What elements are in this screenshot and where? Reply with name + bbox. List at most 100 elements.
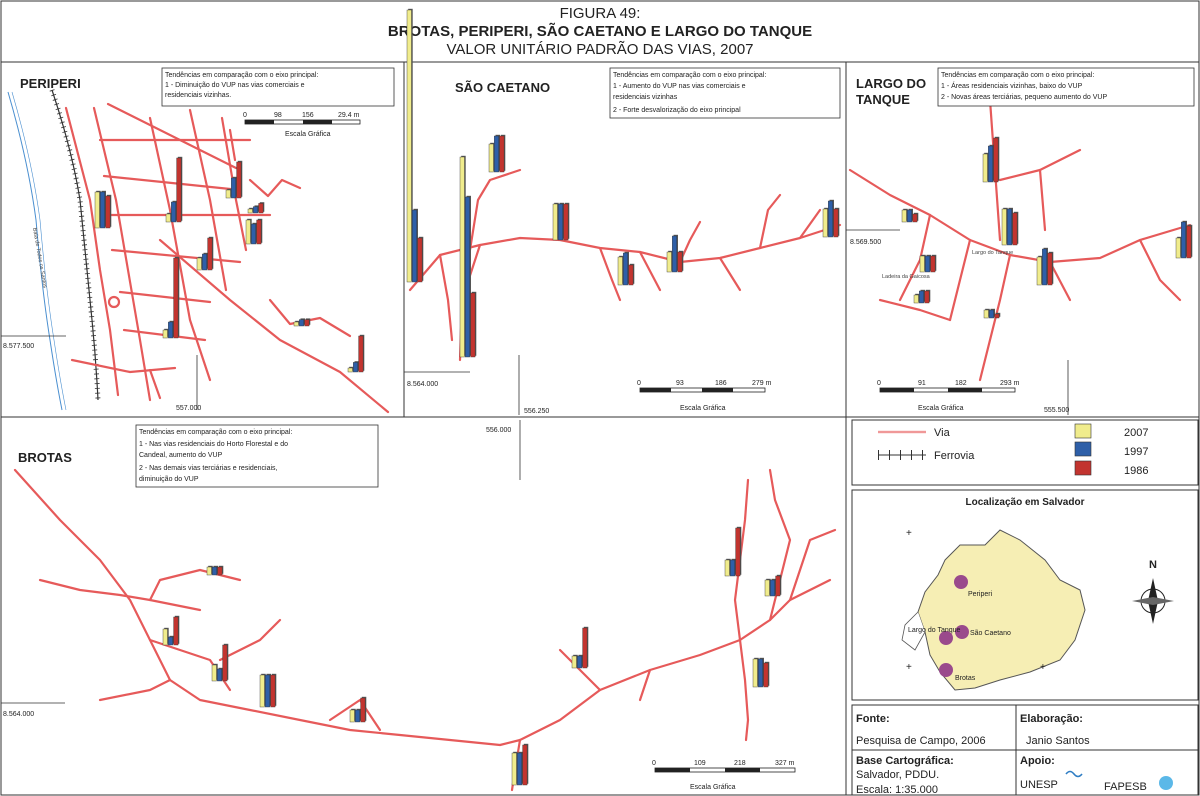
- sao-caetano-road-9: [678, 220, 702, 264]
- bar-1986: [470, 292, 476, 358]
- bar-group-largo_do_tanque-22: [919, 254, 937, 273]
- largo-coord-x: 555.500: [1044, 407, 1069, 414]
- bar-1997: [494, 135, 499, 173]
- legend-ferrovia-label: Ferrovia: [934, 450, 975, 462]
- bar-group-sao_caetano-9: [406, 8, 424, 283]
- legend-year-1997: 1997: [1124, 446, 1148, 458]
- sao-caetano-scale-tick-2: 186: [715, 380, 727, 387]
- brotas-note-line-5: diminuição do VUP: [139, 476, 199, 483]
- bar-2007: [94, 191, 100, 229]
- bar-1997: [100, 191, 106, 229]
- bar-2007: [983, 309, 989, 319]
- sao-caetano-note-line-1: Tendências em comparação com o eixo prin…: [613, 72, 766, 79]
- location-label-periperi: Periperi: [968, 591, 993, 598]
- bar-1986: [628, 264, 634, 286]
- brotas-coord-x: 556.000: [486, 427, 511, 434]
- periperi-scale-tick-2: 156: [302, 112, 314, 119]
- bar-1986: [522, 744, 528, 786]
- bar-1997: [251, 223, 257, 245]
- largo-note-line-2: 1 - Áreas residenciais vizinhas, baixo d…: [941, 81, 1083, 90]
- bar-1997: [412, 209, 417, 283]
- bar-group-sao_caetano-15: [822, 199, 840, 238]
- bar-group-periperi-5: [225, 160, 243, 199]
- bar-group-brotas-25: [206, 565, 224, 576]
- bar-group-largo_do_tanque-17: [1001, 207, 1019, 246]
- bar-1997: [355, 709, 360, 723]
- largo-note-line-3: 2 - Novas áreas terciárias, pequeno aume…: [941, 94, 1107, 101]
- largo-road-2: [978, 253, 1012, 382]
- bar-group-sao_caetano-10: [459, 155, 477, 358]
- bar-1986: [304, 319, 310, 327]
- periperi-scale-tick-3: 29.4 m: [338, 112, 360, 119]
- bar-1997: [672, 235, 677, 273]
- location-grid-cross-2: +: [906, 662, 912, 673]
- brotas-note-line-4: 2 - Nas demais vias terciárias e residen…: [139, 465, 278, 472]
- bar-2007: [211, 664, 217, 682]
- bar-2007: [247, 208, 253, 214]
- largo-panel-title-2: TANQUE: [856, 92, 910, 107]
- brotas-panel-title: BROTAS: [18, 450, 72, 465]
- location-label-sao-caetano: São Caetano: [970, 630, 1011, 637]
- bar-2007: [511, 752, 517, 786]
- scale-bar-seg-1: [640, 388, 671, 392]
- marker-periperi: [954, 575, 968, 589]
- fonte-label: Fonte:: [856, 713, 890, 725]
- bar-group-periperi-4: [293, 318, 311, 327]
- scale-bar-seg-3: [948, 388, 982, 392]
- bar-2007: [1175, 237, 1181, 259]
- bar-1997: [623, 252, 628, 286]
- bar-1986: [360, 697, 366, 723]
- bar-group-brotas-27: [259, 673, 277, 708]
- bar-2007: [752, 658, 758, 688]
- brotas-road-3: [148, 568, 242, 602]
- bar-group-largo_do_tanque-16: [982, 136, 1000, 183]
- bar-1997: [1007, 208, 1012, 246]
- largo-road-9: [878, 298, 952, 322]
- sao-caetano-road-2: [468, 168, 522, 252]
- bar-1997: [212, 566, 218, 576]
- bar-1986: [1186, 225, 1192, 259]
- bar-2007: [225, 189, 231, 199]
- bar-1997: [770, 579, 775, 597]
- marker-largo-do-tanque: [939, 631, 953, 645]
- bar-1986: [912, 213, 918, 223]
- largo-road-4: [1038, 168, 1047, 232]
- bar-2007: [349, 709, 355, 723]
- periperi-road-12: [220, 116, 248, 252]
- periperi-road-1: [64, 106, 120, 397]
- compass-rose: N: [1132, 559, 1174, 624]
- bar-1986: [258, 203, 264, 214]
- bar-2007: [822, 208, 828, 238]
- panel-largo-do-tanque: [845, 61, 1200, 418]
- scale-bar-seg-3: [702, 388, 733, 392]
- periperi-coord-x: 557.000: [176, 405, 201, 412]
- sao-caetano-scale-label: Escala Gráfica: [680, 405, 726, 412]
- bar-group-brotas-28: [349, 696, 367, 723]
- periperi-note-box: [161, 67, 395, 107]
- bar-group-sao_caetano-13: [617, 251, 635, 286]
- brotas-road-11: [638, 668, 652, 702]
- sao-caetano-road-8: [718, 256, 742, 292]
- periperi-note-line-1: Tendências em comparação com o eixo prin…: [165, 72, 318, 79]
- bar-1997: [517, 752, 522, 786]
- bar-1986: [582, 627, 588, 669]
- largo-do-tanque-map: 8.569.500 555.500 Largo do Tanque Ladeir…: [846, 67, 1195, 415]
- periperi-road-2: [92, 106, 152, 402]
- sao-caetano-note-line-4: 2 - Forte desvalorização do eixo princip…: [613, 107, 741, 114]
- brotas-scale-tick-2: 218: [734, 760, 746, 767]
- sao-caetano-scale-bar: 0 93 186 279 m Escala Gráfica: [637, 380, 772, 412]
- periperi-road-13: [248, 178, 302, 198]
- panel-brotas: [0, 416, 847, 796]
- brotas-road-1: [38, 578, 202, 612]
- bar-group-brotas-24: [162, 615, 180, 646]
- location-label-largo-do-tanque: Largo do Tanque: [908, 627, 961, 634]
- legend-via-label: Via: [934, 427, 951, 439]
- periperi-road-15: [70, 358, 177, 374]
- bar-1986: [993, 137, 999, 183]
- bar-2007: [162, 628, 168, 646]
- bar-1997: [168, 321, 174, 339]
- brotas-scale-bar: 0 109 218 327 m Escala Gráfica: [652, 760, 796, 791]
- sao-caetano-road-6: [758, 193, 782, 250]
- largo-road-7: [1138, 238, 1182, 302]
